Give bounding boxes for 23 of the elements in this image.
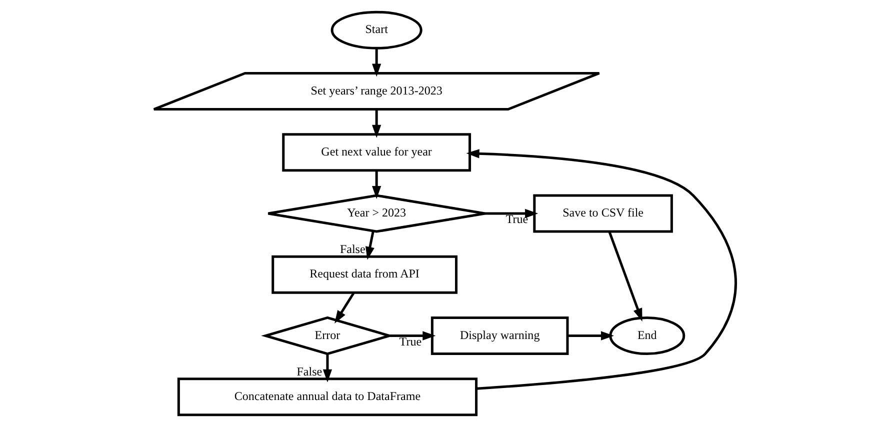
arrow bbox=[608, 231, 642, 322]
node-diamond: Year > 2023 bbox=[266, 194, 486, 233]
edge-label: False bbox=[340, 242, 366, 256]
edge-label: True bbox=[506, 212, 528, 226]
arrow bbox=[372, 109, 382, 138]
arrow bbox=[372, 170, 382, 200]
node-box: Concatenate annual data to DataFrame bbox=[177, 378, 478, 416]
arrow bbox=[322, 354, 332, 382]
arrow bbox=[484, 208, 538, 218]
arrow bbox=[372, 48, 382, 77]
edge-label: False bbox=[296, 364, 322, 378]
arrow bbox=[466, 149, 737, 390]
node-ellipse: Start bbox=[330, 10, 422, 50]
edge-label: True bbox=[399, 334, 422, 348]
node-box: Get next value for year bbox=[282, 133, 472, 172]
node-box: Request data from API bbox=[272, 255, 458, 294]
node-box: Save to CSV file bbox=[533, 194, 673, 233]
node-box: Display warning bbox=[430, 316, 569, 356]
arrow bbox=[568, 331, 614, 340]
arrow bbox=[365, 231, 374, 260]
node-ellipse: End bbox=[609, 316, 686, 356]
arrow bbox=[390, 331, 436, 340]
arrow bbox=[334, 292, 355, 324]
